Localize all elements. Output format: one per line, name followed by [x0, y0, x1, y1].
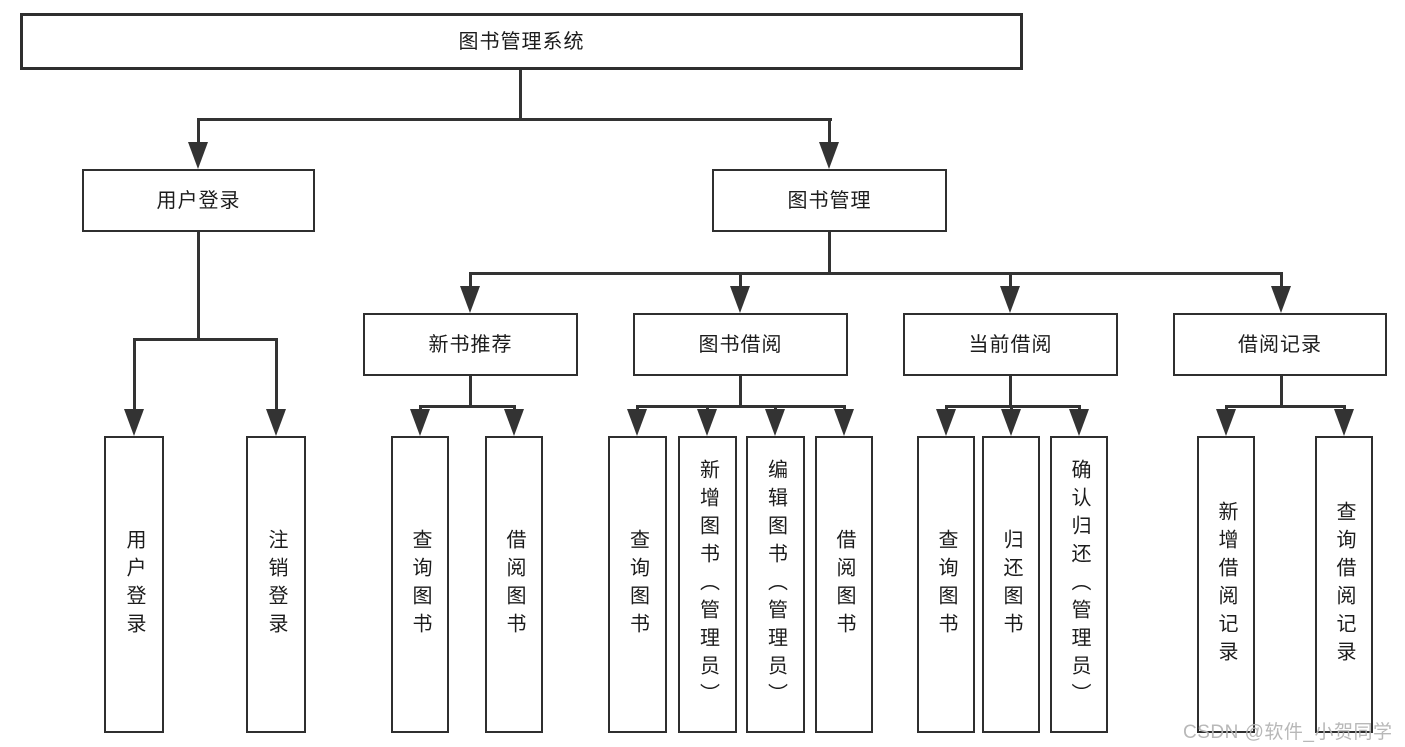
connector-line	[1078, 405, 1081, 412]
node-query-books-recommend: 查询图书	[391, 436, 449, 733]
connector-line	[275, 338, 278, 412]
connector-line	[636, 405, 845, 408]
connector-line	[1343, 405, 1346, 412]
node-label: 借阅图书	[503, 528, 525, 641]
connector-line	[197, 232, 200, 340]
node-label: 借阅记录	[1238, 333, 1322, 356]
arrowhead-down-icon	[504, 409, 524, 436]
arrowhead-down-icon	[1000, 286, 1020, 313]
node-label: 借阅图书	[833, 528, 855, 641]
node-label: 查询图书	[935, 528, 957, 641]
connector-line	[133, 338, 136, 412]
node-new-book-recommend: 新书推荐	[363, 313, 578, 376]
arrowhead-down-icon	[188, 142, 208, 169]
connector-line	[197, 118, 200, 146]
connector-line	[828, 232, 831, 274]
node-add-borrow-record: 新增借阅记录	[1197, 436, 1255, 733]
node-label: 用户登录	[123, 528, 145, 641]
arrowhead-down-icon	[627, 409, 647, 436]
arrowhead-down-icon	[1216, 409, 1236, 436]
node-label: 编辑图书（管理员）	[764, 458, 787, 711]
node-query-books-borrow: 查询图书	[608, 436, 667, 733]
node-borrow-records: 借阅记录	[1173, 313, 1387, 376]
node-query-borrow-record: 查询借阅记录	[1315, 436, 1373, 733]
connector-line	[469, 272, 472, 291]
connector-line	[519, 70, 522, 120]
node-borrow-books-recommend: 借阅图书	[485, 436, 543, 733]
arrowhead-down-icon	[834, 409, 854, 436]
node-label: 归还图书	[1000, 528, 1022, 641]
node-library-system: 图书管理系统	[20, 13, 1023, 70]
arrowhead-down-icon	[730, 286, 750, 313]
node-confirm-return-admin: 确认归还（管理员）	[1050, 436, 1108, 733]
node-current-borrow: 当前借阅	[903, 313, 1118, 376]
arrowhead-down-icon	[124, 409, 144, 436]
connector-line	[419, 405, 515, 408]
node-label: 图书管理系统	[458, 30, 585, 53]
arrowhead-down-icon	[819, 142, 839, 169]
connector-line	[1225, 405, 1228, 412]
connector-line	[706, 405, 709, 412]
arrowhead-down-icon	[410, 409, 430, 436]
connector-line	[513, 405, 516, 412]
node-book-management: 图书管理	[712, 169, 947, 232]
connector-line	[945, 405, 1081, 408]
node-return-books: 归还图书	[982, 436, 1040, 733]
connector-line	[1225, 405, 1345, 408]
connector-line	[945, 405, 948, 412]
arrowhead-down-icon	[1069, 409, 1089, 436]
arrowhead-down-icon	[1271, 286, 1291, 313]
connector-line	[419, 405, 422, 412]
node-label: 查询借阅记录	[1333, 500, 1355, 669]
node-label: 查询图书	[626, 528, 649, 641]
connector-line	[469, 272, 1282, 275]
node-user-login-branch: 用户登录	[82, 169, 315, 232]
node-add-books-admin: 新增图书（管理员）	[678, 436, 737, 733]
node-logout: 注销登录	[246, 436, 306, 733]
connector-line	[469, 376, 472, 407]
connector-line	[828, 118, 831, 146]
connector-line	[133, 338, 278, 341]
connector-line	[1280, 376, 1283, 407]
csdn-watermark: CSDN @软件_小贺同学	[1183, 722, 1393, 743]
node-edit-books-admin: 编辑图书（管理员）	[746, 436, 805, 733]
connector-line	[739, 376, 742, 407]
arrowhead-down-icon	[1334, 409, 1354, 436]
connector-line	[1009, 272, 1012, 291]
connector-line	[197, 118, 832, 121]
arrowhead-down-icon	[936, 409, 956, 436]
node-label: 查询图书	[409, 528, 431, 641]
connector-line	[1010, 405, 1013, 412]
node-label: 当前借阅	[968, 333, 1053, 356]
connector-line	[774, 405, 777, 412]
arrowhead-down-icon	[765, 409, 785, 436]
connector-line	[1009, 376, 1012, 407]
node-label: 新增借阅记录	[1215, 500, 1237, 669]
node-user-login: 用户登录	[104, 436, 164, 733]
connector-line	[636, 405, 639, 412]
node-borrow-books: 借阅图书	[815, 436, 873, 733]
node-label: 确认归还（管理员）	[1068, 458, 1090, 711]
connector-line	[739, 272, 742, 291]
arrowhead-down-icon	[460, 286, 480, 313]
arrowhead-down-icon	[266, 409, 286, 436]
node-label: 新书推荐	[428, 333, 513, 356]
connector-line	[843, 405, 846, 412]
node-label: 图书管理	[787, 189, 872, 212]
node-label: 新增图书（管理员）	[696, 458, 719, 711]
connector-line	[1280, 272, 1283, 291]
node-query-books-current: 查询图书	[917, 436, 975, 733]
node-book-borrow: 图书借阅	[633, 313, 848, 376]
node-label: 用户登录	[156, 189, 241, 212]
node-label: 图书借阅	[698, 333, 783, 356]
arrowhead-down-icon	[1001, 409, 1021, 436]
arrowhead-down-icon	[697, 409, 717, 436]
node-label: 注销登录	[265, 528, 287, 641]
